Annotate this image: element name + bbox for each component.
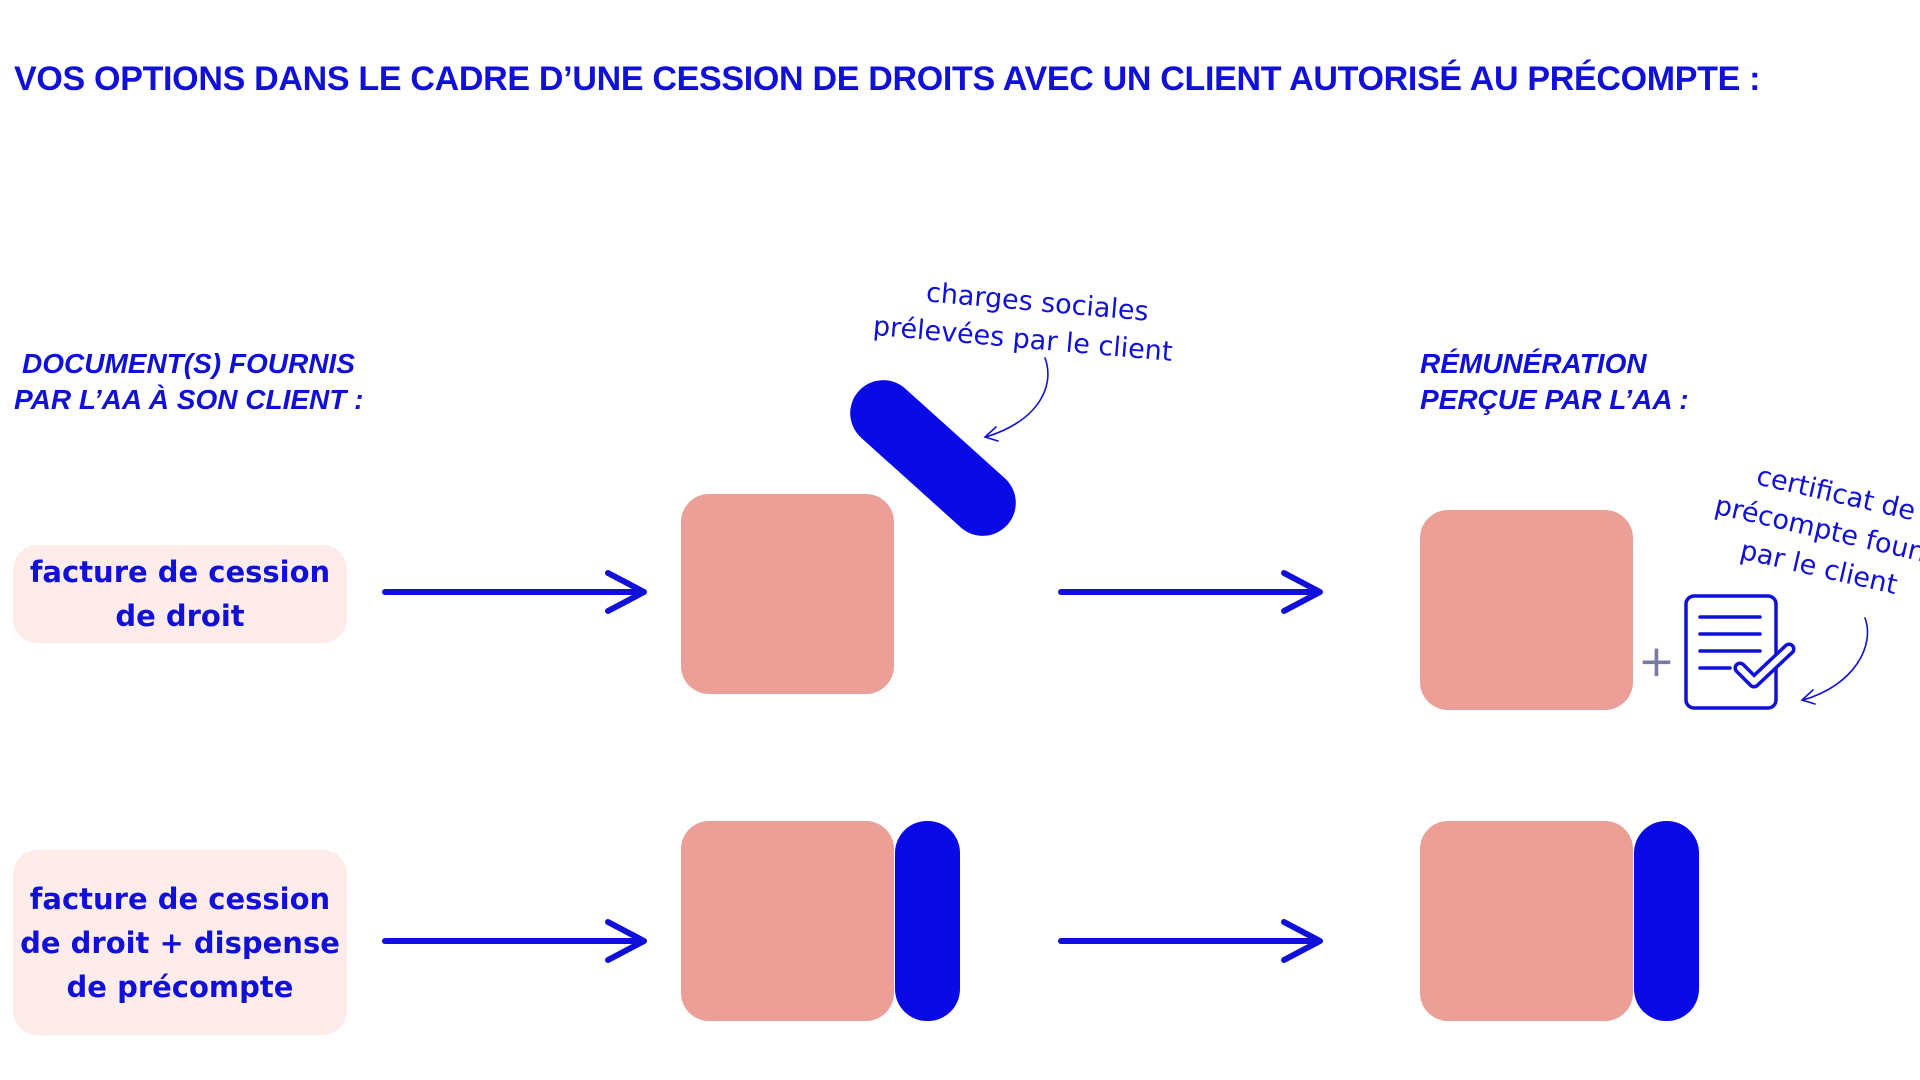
arrow-right-icon (382, 919, 647, 963)
left-heading-line2: PAR L’AA À SON CLIENT : (14, 384, 364, 415)
right-heading-line2: PERÇUE PAR L’AA : (1420, 384, 1689, 415)
arrow-right-icon (1058, 919, 1323, 963)
right-section-heading: RÉMUNÉRATION PERÇUE PAR L’AA : (1420, 346, 1689, 418)
curved-arrow-icon (1800, 617, 1869, 705)
social-charges-bar-row2-right (1634, 821, 1699, 1021)
plus-icon: + (1638, 636, 1675, 687)
certificate-document-icon (1684, 594, 1796, 710)
net-payment-square-row1 (1420, 510, 1633, 710)
document-box-row1: facture de cession de droit (13, 545, 347, 643)
social-charges-bar-row2 (895, 821, 960, 1021)
doc-row1-line2: de droit (115, 599, 245, 633)
net-payment-square-row2 (1420, 821, 1633, 1021)
doc-row2-line2: de droit + dispense (20, 925, 340, 960)
gross-payment-square-row1 (681, 494, 894, 694)
document-box-row2: facture de cession de droit + dispense d… (13, 850, 347, 1035)
right-heading-line1: RÉMUNÉRATION (1420, 348, 1647, 379)
curved-arrow-icon (983, 357, 1049, 442)
left-section-heading: DOCUMENT(S) FOURNIS PAR L’AA À SON CLIEN… (14, 346, 363, 418)
arrow-right-icon (382, 570, 647, 614)
arrow-right-icon (1058, 570, 1323, 614)
page-title: VOS OPTIONS DANS LE CADRE D’UNE CESSION … (14, 60, 1761, 98)
doc-row2-line1: facture de cession (29, 881, 331, 916)
doc-row2-line3: de précompte (66, 969, 294, 1004)
gross-payment-square-row2 (681, 821, 894, 1021)
doc-row1-line1: facture de cession (29, 555, 331, 589)
left-heading-line1: DOCUMENT(S) FOURNIS (22, 348, 355, 379)
